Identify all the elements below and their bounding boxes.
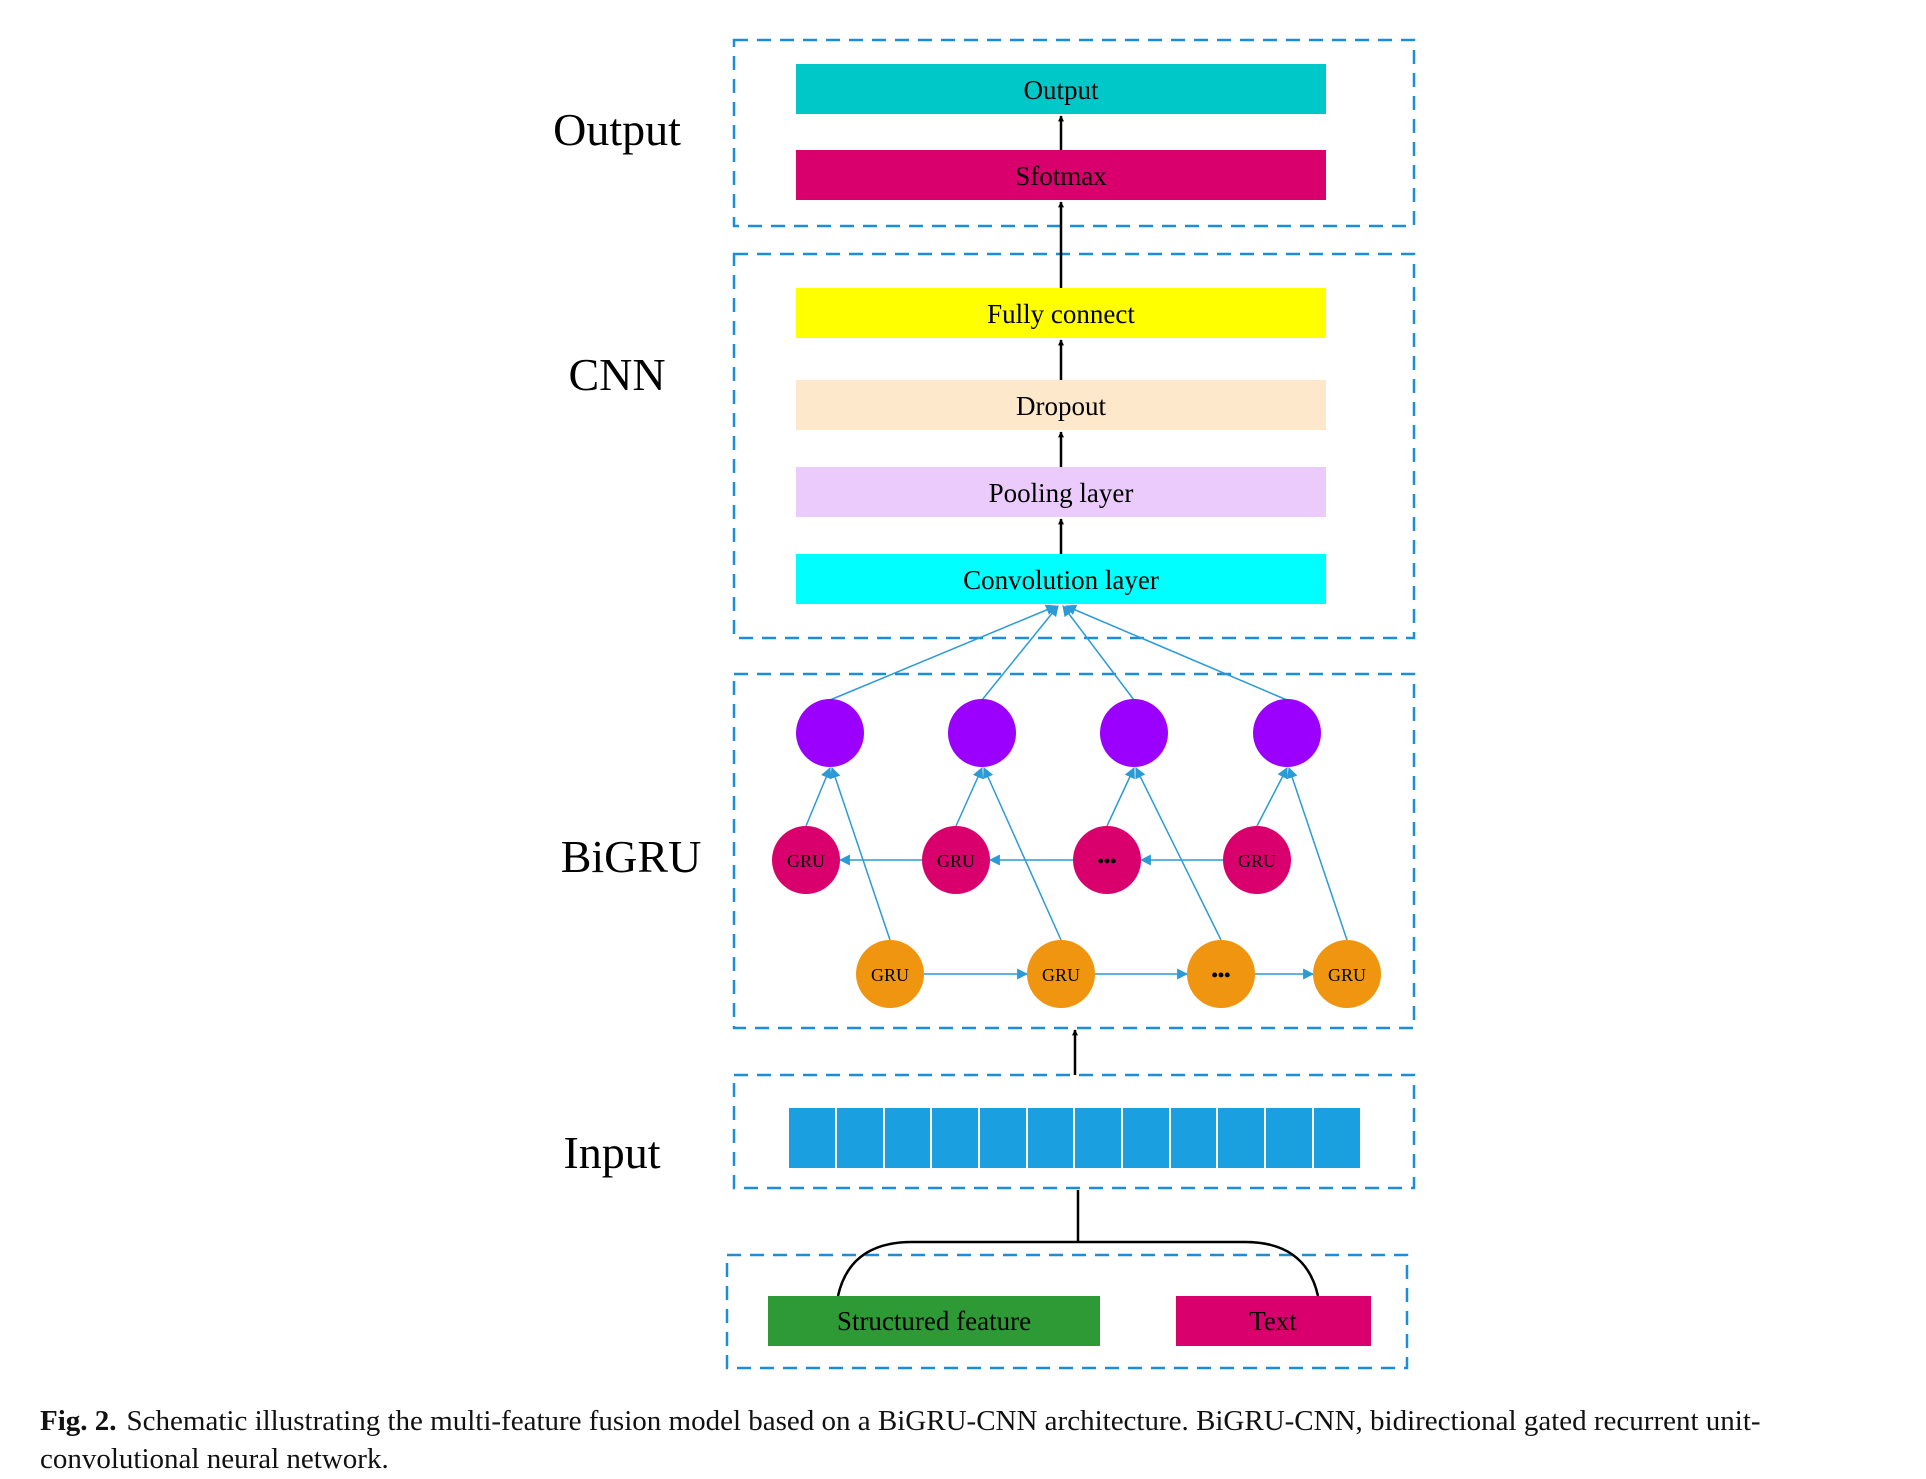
text-feature-label: Text [1249,1306,1297,1336]
backward-gru-node [922,826,990,894]
input-cell [835,1106,885,1170]
forward-gru-label: GRU [871,965,909,985]
bigru-cnn-diagram: Output CNN BiGRU Input Output Sfotmax Fu… [553,38,1416,1370]
input-cell [978,1106,1028,1170]
backward-gru-label: ••• [1098,851,1117,871]
forward-gru-label: GRU [1328,965,1366,985]
cnn-frame [732,252,1416,640]
hidden-node [948,699,1016,767]
hidden-node [1100,699,1168,767]
dropout-layer [796,380,1326,430]
features-frame [725,1253,1409,1370]
backward-gru-node [1073,826,1141,894]
arrow-bgru4-to-hidden4 [1256,767,1288,827]
section-label-input: Input [563,1127,660,1178]
fully-connect-layer [796,288,1326,338]
backward-gru-node [772,826,840,894]
backward-gru-node [1223,826,1291,894]
text-feature-box [1176,1296,1371,1346]
input-vector [787,1106,1362,1170]
backward-gru-label: GRU [937,851,975,871]
forward-gru-label: ••• [1212,965,1231,985]
backward-gru-label: GRU [787,851,825,871]
output-frame [732,38,1416,228]
arrow-hidden2-to-conv [981,605,1059,701]
pooling-layer-label: Pooling layer [989,478,1134,508]
feature-merge-connector [836,1240,1320,1297]
input-cell [1216,1106,1266,1170]
forward-gru-node [1027,940,1095,1008]
section-label-output: Output [553,104,681,155]
backward-gru-label: GRU [1238,851,1276,871]
output-layer-label: Output [1023,75,1099,105]
section-label-cnn: CNN [568,349,665,400]
fully-connect-layer-label: Fully connect [987,299,1135,329]
output-layer [796,64,1326,114]
arrow-bgru3-to-hidden3 [1106,767,1135,827]
convolution-layer-label: Convolution layer [963,565,1159,595]
figure-caption-text: Schematic illustrating the multi-feature… [40,1405,1761,1475]
input-cell [930,1106,980,1170]
section-label-bigru: BiGRU [561,831,702,882]
input-cell [1169,1106,1218,1170]
convolution-layer [796,554,1326,604]
arrow-hidden1-to-conv [829,604,1058,701]
pooling-layer [796,467,1326,517]
input-cell [1026,1106,1075,1170]
arrow-fgru4-to-hidden4 [1286,766,1348,941]
arrow-hidden3-to-conv [1062,605,1135,701]
figure-caption-label: Fig. 2. [40,1405,117,1437]
arrow-hidden4-to-conv [1064,604,1288,701]
structured-feature-label: Structured feature [837,1306,1031,1336]
forward-gru-label: GRU [1042,965,1080,985]
dropout-layer-label: Dropout [1016,391,1106,421]
input-cell [787,1106,837,1170]
input-frame [732,1073,1416,1190]
arrow-fgru3-to-hidden3 [1135,767,1222,941]
figure-caption: Fig. 2.Schematic illustrating the multi-… [40,1402,1920,1478]
arrow-fgru2-to-hidden2 [983,766,1062,941]
forward-gru-node [1313,940,1381,1008]
hidden-node [796,699,864,767]
bigru-frame [732,672,1416,1030]
input-cell [883,1106,932,1170]
arrow-bgru2-to-hidden2 [955,766,983,827]
input-cell [1073,1106,1123,1170]
structured-feature-box [768,1296,1100,1346]
softmax-layer-label: Sfotmax [1015,161,1107,191]
softmax-layer [796,150,1326,200]
input-cell [1121,1106,1171,1170]
hidden-node [1253,699,1321,767]
arrow-bgru1-to-hidden1 [805,766,832,827]
input-cell [1312,1106,1362,1170]
input-cell [1264,1106,1314,1170]
forward-gru-node [856,940,924,1008]
arrow-fgru1-to-hidden1 [829,766,891,941]
forward-gru-node [1187,940,1255,1008]
